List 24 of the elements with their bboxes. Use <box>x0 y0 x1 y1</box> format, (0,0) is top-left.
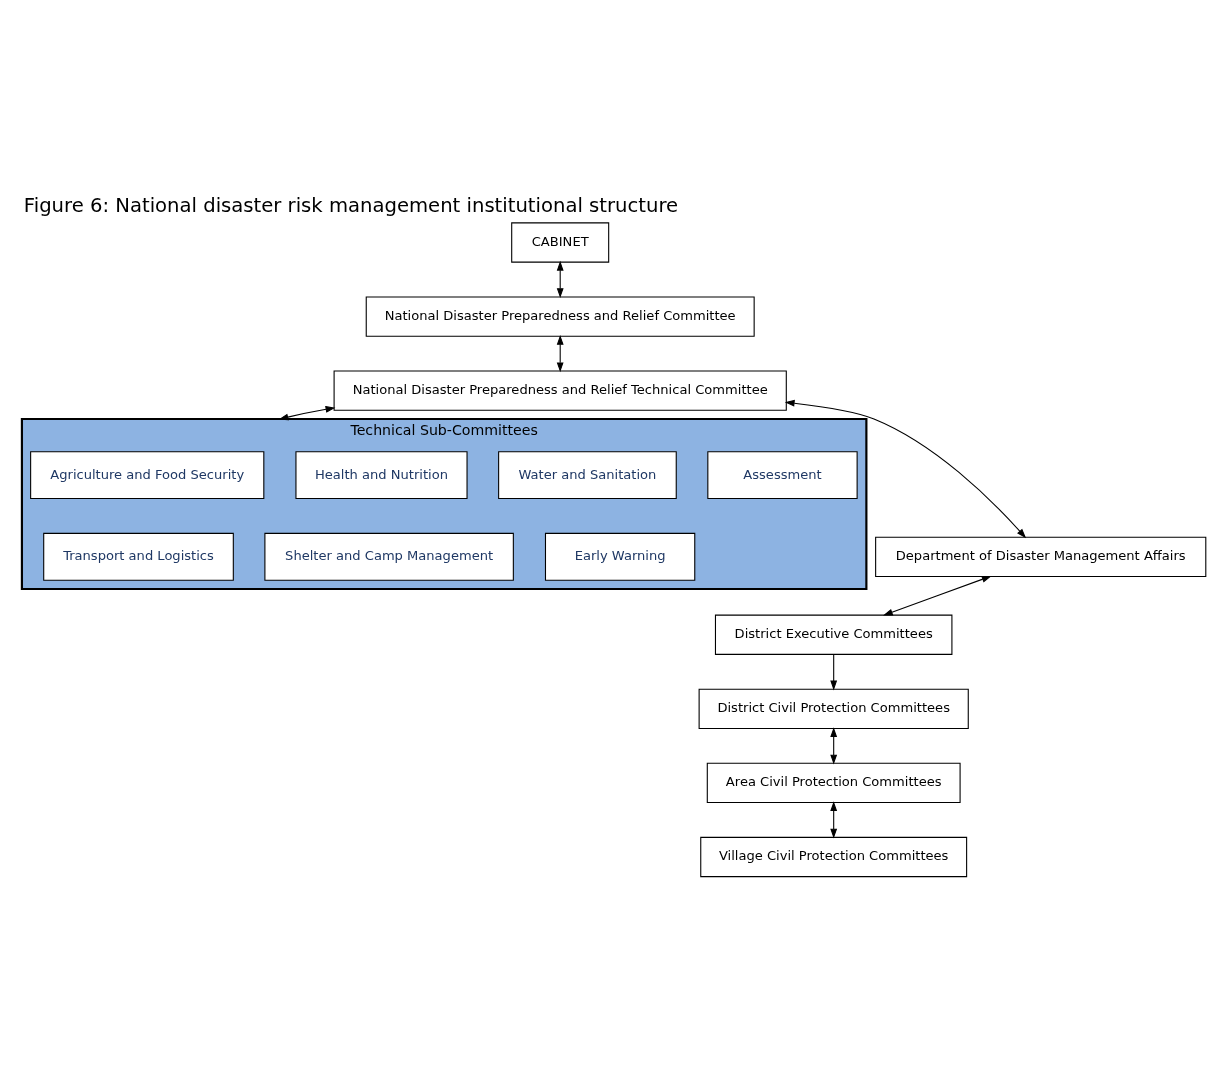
arrow <box>278 405 336 421</box>
node-box: CABINET <box>511 222 610 263</box>
node-box: Area Civil Protection Committees <box>706 762 961 804</box>
arrow <box>883 575 992 616</box>
node-box: District Executive Committees <box>714 614 953 655</box>
node-box: Agriculture and Food Security <box>30 451 265 500</box>
node-box: Assessment <box>707 451 858 500</box>
node-box: Shelter and Camp Management <box>264 532 514 581</box>
diagram-title: Figure 6: National disaster risk management institutional structure <box>23 194 679 218</box>
node-box: Village Civil Protection Committees <box>700 836 968 878</box>
node-box: District Civil Protection Committees <box>698 688 969 729</box>
node-box: National Disaster Preparedness and Relief Technical Committee <box>333 370 787 411</box>
node-box: Early Warning <box>544 532 696 581</box>
arrow <box>556 334 564 373</box>
arrow <box>830 654 838 691</box>
node-box: Transport and Logistics <box>43 532 234 581</box>
arrow <box>830 801 838 839</box>
arrow <box>830 727 838 765</box>
node-box: National Disaster Preparedness and Relief Committee <box>365 296 755 337</box>
node-box: Water and Sanitation <box>498 451 677 500</box>
node-box: Health and Nutrition <box>295 451 468 500</box>
arrow <box>784 399 1027 539</box>
node-box: Department of Disaster Management Affairs <box>875 536 1207 577</box>
arrow <box>556 260 564 299</box>
